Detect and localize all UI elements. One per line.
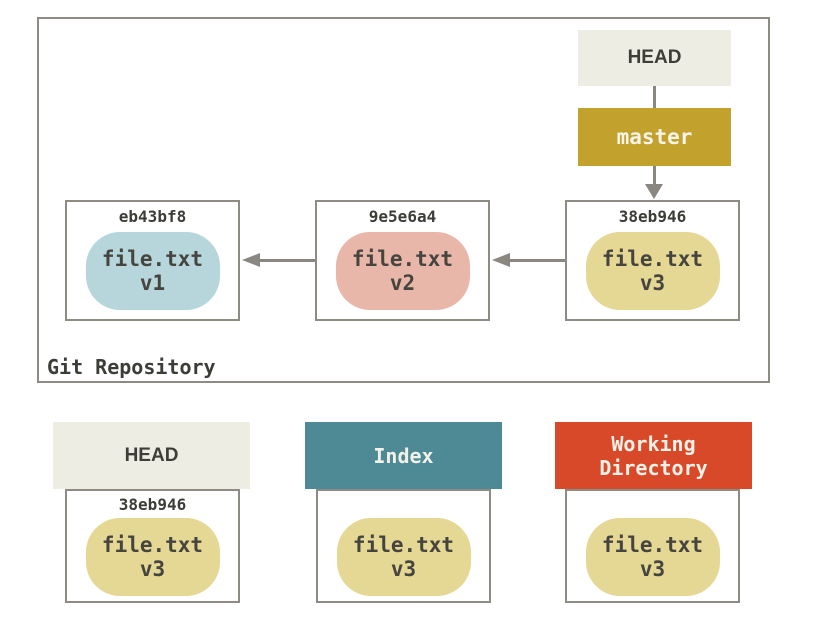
file-blob-v2: file.txt v2 [335,232,470,310]
file-version: v1 [139,271,166,295]
arrow-commit2-to-commit1-line [258,259,315,262]
area-header-label: Working Directory [599,431,708,480]
arrow-master-to-commit-line [653,166,656,186]
repository-label: Git Repository [47,355,216,379]
file-version: v2 [389,271,416,295]
commit-hash: 9e5e6a4 [368,207,437,226]
arrow-commit3-to-commit2-line [508,259,565,262]
area-box-working-directory: file.txt v3 [565,489,740,603]
master-branch-label: master [616,125,693,149]
commit-hash: 38eb946 [618,207,687,226]
area-header-label: HEAD [124,444,179,466]
master-branch-badge: master [578,108,731,166]
area-box-index: file.txt v3 [316,489,491,603]
area-header-label: Index [373,443,434,468]
file-version: v3 [139,557,166,581]
file-blob-workdir-v3: file.txt v3 [585,518,720,596]
connector-head-to-master [653,86,656,108]
commit-box-9e5e6a4: 9e5e6a4 file.txt v2 [315,200,490,321]
arrow-master-to-commit-head [645,184,663,199]
file-blob-v1: file.txt v1 [85,232,220,310]
area-commit-hash: 38eb946 [118,495,187,514]
area-commit-hash [567,495,738,514]
commit-box-38eb946: 38eb946 file.txt v3 [565,200,740,321]
arrow-commit2-to-commit1-head [242,253,260,267]
file-name: file.txt [101,246,204,271]
area-header-head: HEAD [53,422,250,489]
commit-box-eb43bf8: eb43bf8 file.txt v1 [65,200,240,321]
commit-hash: eb43bf8 [118,207,187,226]
area-header-index: Index [305,422,502,489]
file-blob-head-v3: file.txt v3 [85,518,220,596]
file-blob-v3: file.txt v3 [585,232,720,310]
head-badge: HEAD [578,30,731,86]
file-name: file.txt [601,246,704,271]
area-box-head: 38eb946 file.txt v3 [65,489,240,603]
arrow-commit3-to-commit2-head [492,253,510,267]
file-version: v3 [390,557,417,581]
head-badge-label: HEAD [627,47,682,68]
file-name: file.txt [352,532,455,557]
file-version: v3 [639,557,666,581]
file-version: v3 [639,271,666,295]
area-header-working-directory: Working Directory [555,422,752,489]
file-blob-index-v3: file.txt v3 [336,518,471,596]
area-commit-hash [318,495,489,514]
file-name: file.txt [101,532,204,557]
file-name: file.txt [601,532,704,557]
file-name: file.txt [351,246,454,271]
